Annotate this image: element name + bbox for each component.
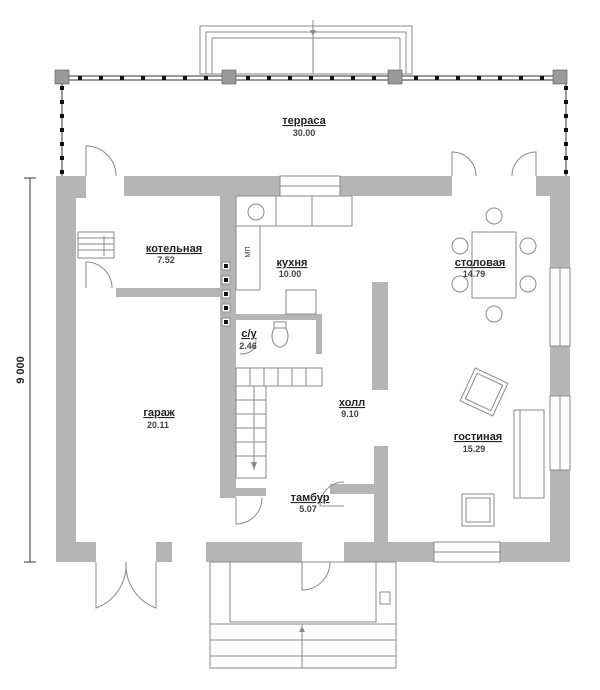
chair-icon [519, 237, 537, 255]
railing-post [246, 76, 250, 80]
boiler-equipment [221, 261, 231, 327]
railing-post [564, 114, 568, 118]
wc-fixtures [239, 321, 289, 355]
dining-furniture [451, 207, 537, 323]
room-area-garage: 20.11 [147, 420, 169, 430]
railing-post [564, 142, 568, 146]
railing-post [414, 76, 418, 80]
walls [56, 176, 570, 562]
railing-post [564, 86, 568, 90]
dining-table [471, 231, 517, 299]
railing-post [288, 76, 292, 80]
railing-post [60, 86, 64, 90]
chair-icon [451, 237, 469, 255]
windows [279, 175, 571, 563]
room-area-boiler: 7.52 [157, 255, 175, 265]
room-area-hall: 9.10 [341, 409, 359, 419]
room-name-wc: с/у [241, 328, 257, 340]
dimension-line: 9 000 [15, 177, 36, 563]
railing-post [498, 76, 502, 80]
room-area-terrace: 30.00 [293, 128, 316, 138]
armchair-icon [461, 493, 495, 527]
railing-post [267, 76, 271, 80]
entrance-porch [209, 561, 397, 669]
railing-post [78, 76, 82, 80]
railing-post [183, 76, 187, 80]
sofa-icon [513, 409, 545, 499]
room-area-dining: 14.79 [463, 269, 486, 279]
terrace-post [54, 69, 70, 85]
railing-post [309, 76, 313, 80]
railing-post [351, 76, 355, 80]
railing-post [60, 142, 64, 146]
room-name-terrace: терраса [282, 115, 326, 127]
sink-icon [247, 203, 265, 221]
chair-icon [485, 207, 503, 225]
room-name-kitchen: кухня [277, 257, 308, 269]
kitchen-fixtures: МП [235, 195, 353, 315]
railing-post [564, 170, 568, 174]
railing-post [564, 100, 568, 104]
dimension-label: 9 000 [15, 356, 27, 384]
railing-post [564, 128, 568, 132]
room-labels: терраса 30.00 котельная 7.52 кухня 10.00… [143, 115, 505, 514]
chair-icon [519, 275, 537, 293]
railing-post [564, 156, 568, 160]
railing-post [141, 76, 145, 80]
room-area-wc: 2.46 [239, 341, 257, 351]
main-staircase [235, 367, 323, 479]
terrace-post [552, 69, 568, 85]
railing-post [162, 76, 166, 80]
room-name-hall: холл [339, 397, 365, 409]
terrace-post [221, 69, 237, 85]
railing-post [519, 76, 523, 80]
chair-icon [451, 275, 469, 293]
stove-label: МП [245, 247, 252, 258]
stove [235, 225, 261, 291]
railing-post [330, 76, 334, 80]
railing-post [435, 76, 439, 80]
railing-post [204, 76, 208, 80]
chair-icon [485, 305, 503, 323]
room-area-kitchen: 10.00 [279, 269, 302, 279]
kitchen-counter [235, 195, 353, 227]
column [372, 282, 388, 390]
room-name-vestibule: тамбур [291, 492, 330, 504]
terrace-steps [199, 20, 413, 75]
doors [85, 145, 537, 609]
railing-post [99, 76, 103, 80]
boiler-stairs [77, 231, 115, 259]
railing-post [60, 100, 64, 104]
room-name-living: гостиная [454, 431, 502, 443]
room-name-boiler: котельная [146, 243, 202, 255]
railing-post [120, 76, 124, 80]
room-area-living: 15.29 [463, 444, 486, 454]
terrace-post [387, 69, 403, 85]
railing-post [372, 76, 376, 80]
railing-post [60, 114, 64, 118]
railing-post [540, 76, 544, 80]
room-name-garage: гараж [143, 407, 175, 419]
railing-post [60, 170, 64, 174]
room-area-vestibule: 5.07 [299, 504, 317, 514]
room-name-dining: столовая [455, 257, 506, 269]
terrace-outline [54, 69, 568, 176]
railing-post [477, 76, 481, 80]
armchair-icon [459, 367, 509, 417]
railing-post [456, 76, 460, 80]
railing-post [60, 156, 64, 160]
living-furniture [459, 367, 545, 527]
railing-post [60, 128, 64, 132]
